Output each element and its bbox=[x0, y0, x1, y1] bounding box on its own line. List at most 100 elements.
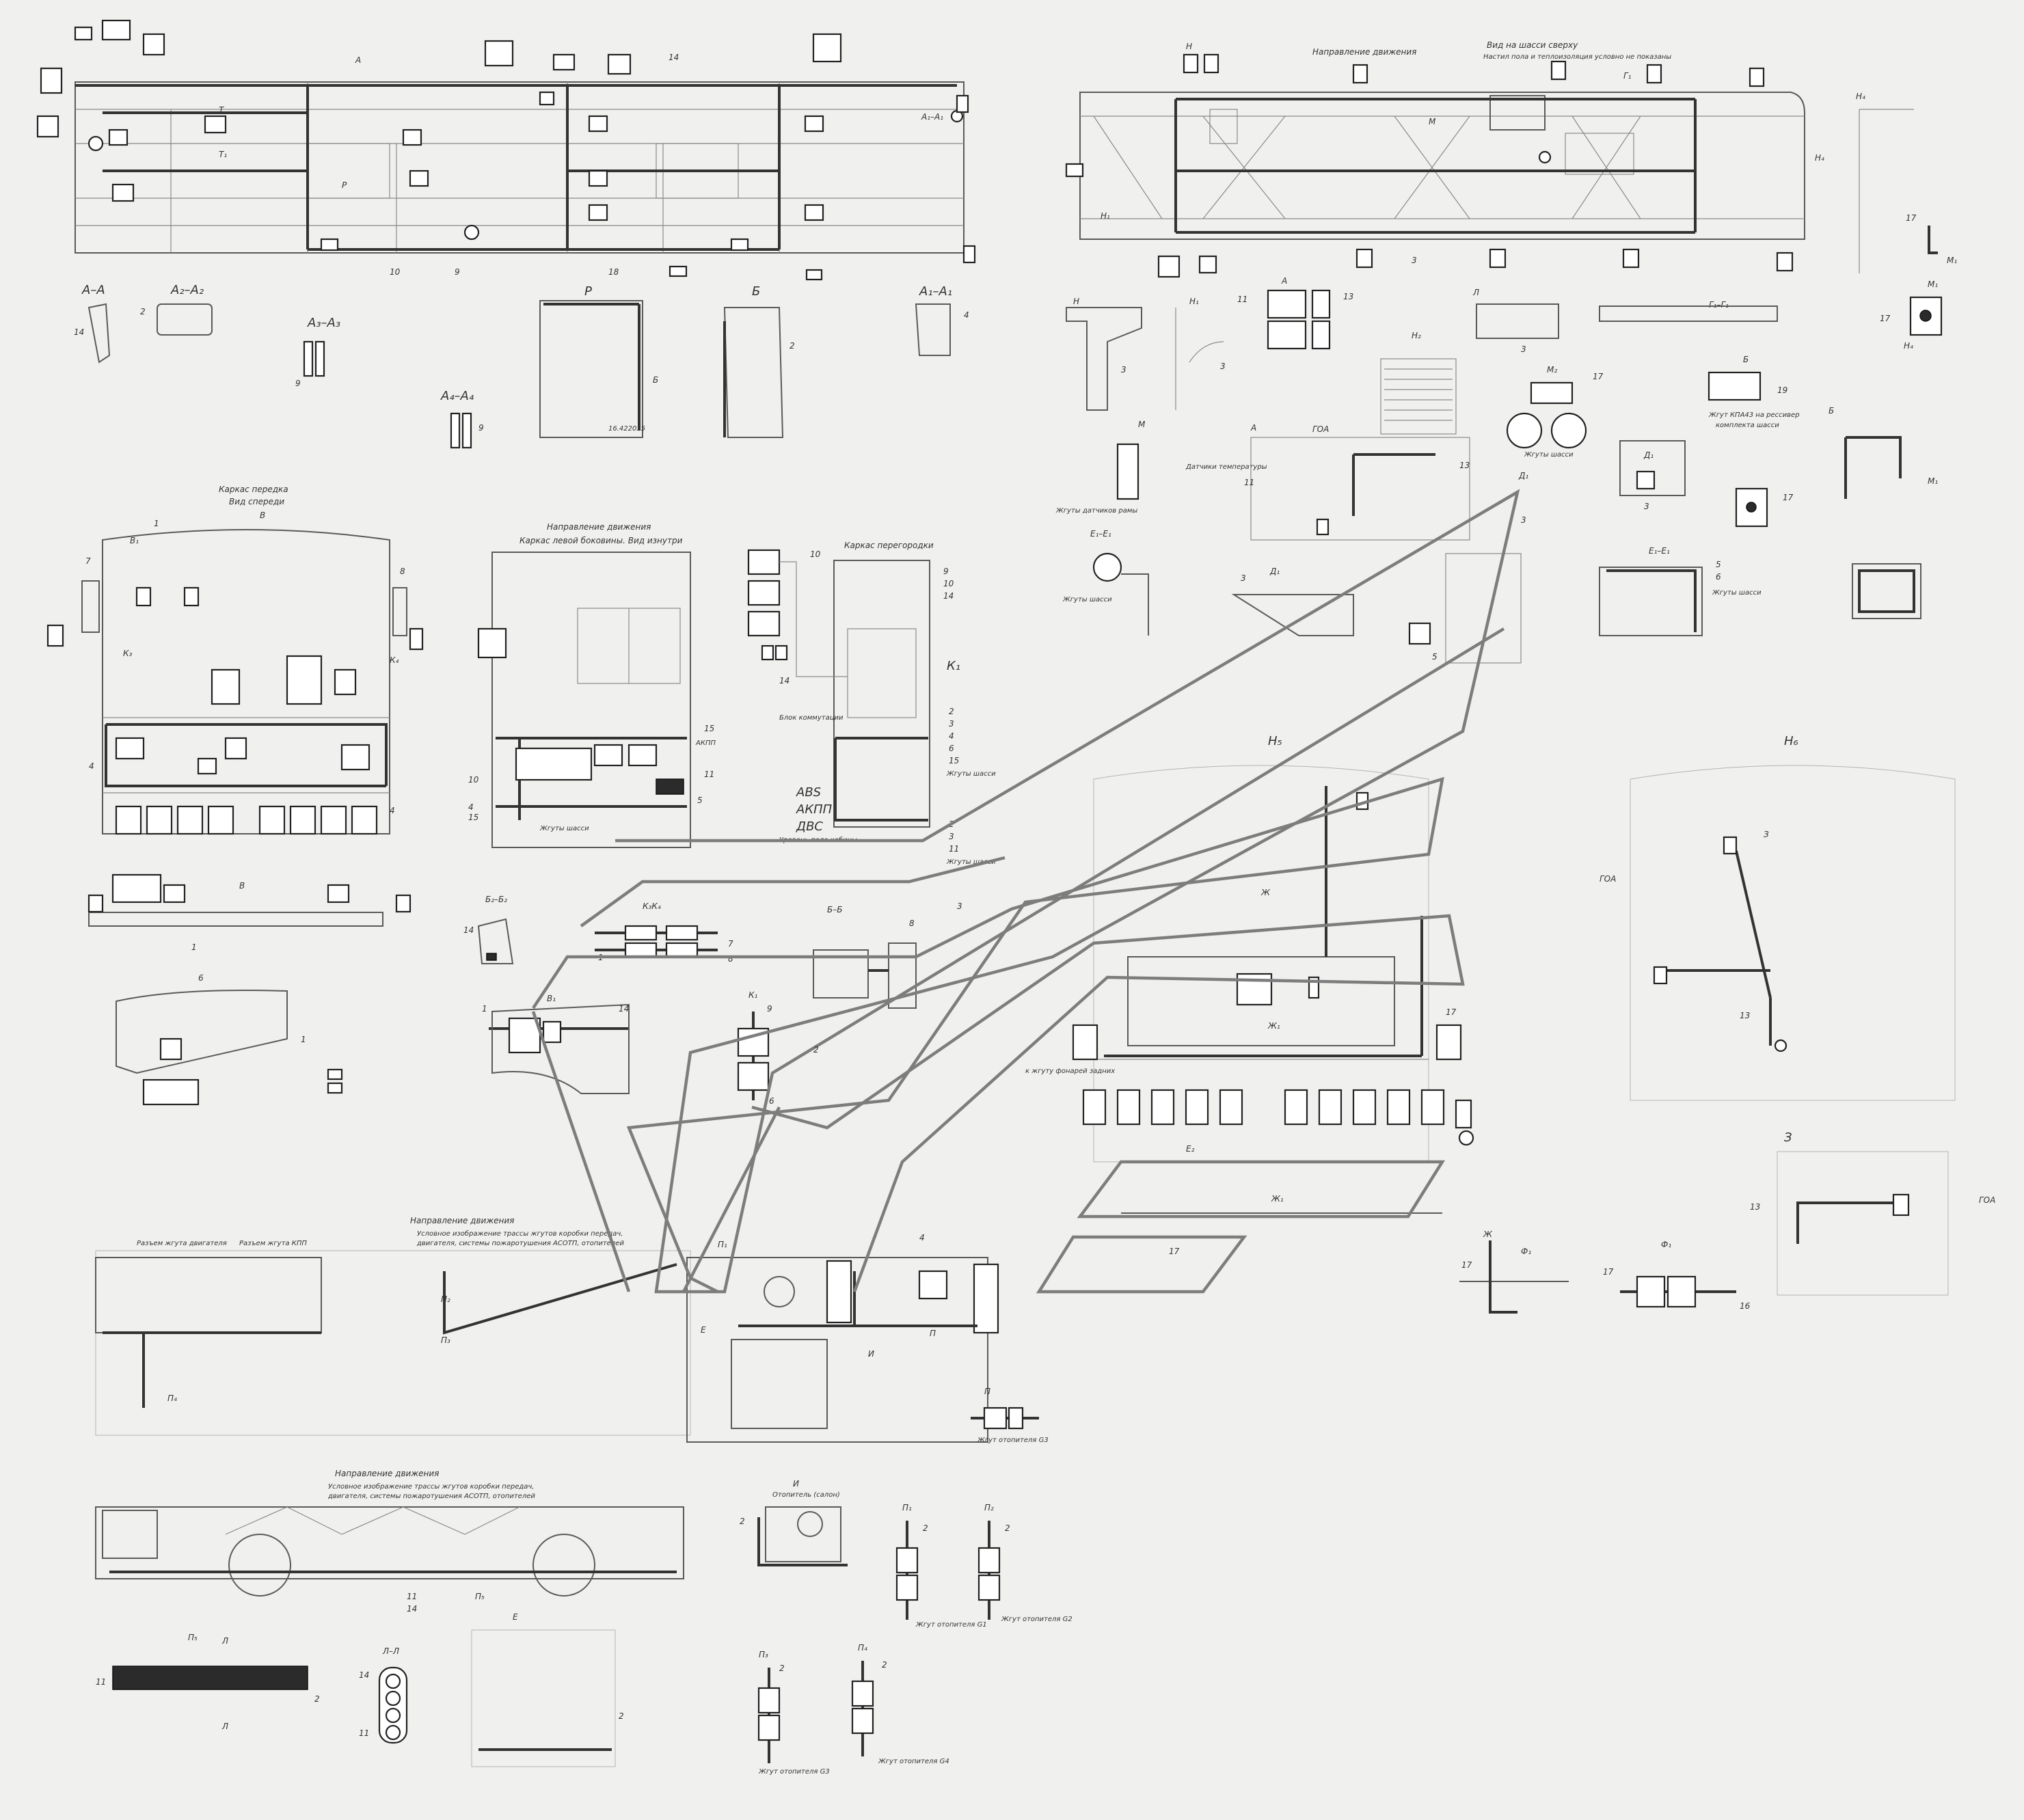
route-note-2: двигателя, системы пожаротушения АСОТП, … bbox=[416, 1240, 624, 1247]
section-H-title: Н bbox=[1073, 297, 1079, 306]
section-P2-title: П₂ bbox=[984, 1503, 994, 1512]
section-R-title: Р bbox=[584, 284, 592, 299]
callout-2-P1: 2 bbox=[923, 1523, 928, 1533]
section-H2-title: Н₂ bbox=[1412, 331, 1421, 340]
section-Zh-title: Ж bbox=[1483, 1230, 1493, 1239]
heater-harness-g3b-label: Жгут отопителя G3 bbox=[758, 1768, 830, 1776]
harness-kpa43-label: Жгут КПА43 на рессивер bbox=[1708, 411, 1800, 419]
callout-14-side2: 14 bbox=[407, 1604, 417, 1614]
callout-13-H6: 13 bbox=[1740, 1011, 1750, 1020]
section-D1-right: Д₁ bbox=[1518, 471, 1528, 480]
callout-11-A: 11 bbox=[1237, 295, 1247, 304]
callout-3-G1: 3 bbox=[1521, 344, 1526, 354]
callout-3-D1-right: 3 bbox=[1521, 515, 1526, 525]
section-mark-R: Р bbox=[342, 180, 347, 190]
section-mark-H1-top: Н₁ bbox=[1101, 211, 1110, 221]
section-H4-title-2: Н₄ bbox=[1904, 341, 1913, 351]
front-frame-view: Каркас передка Вид спереди В 1 bbox=[46, 485, 424, 835]
dir-top-text: Направление движения bbox=[1312, 47, 1416, 57]
callout-2-P4: 2 bbox=[882, 1660, 887, 1670]
sections-K-V1: К₃К₄ 1 7 8 В₁ 1 14 К₁ 9 6 Б–Б 8 bbox=[482, 901, 917, 1106]
callout-15-side-r: 15 bbox=[704, 724, 714, 733]
heater-harness-P3-P4: П₃ 2 Жгут отопителя G3 П₄ 2 Жгут отопите… bbox=[757, 1643, 949, 1776]
callout-5-E1: 5 bbox=[1716, 560, 1721, 569]
callout-5-D: 5 bbox=[1432, 652, 1438, 662]
callout-2-part: 2 bbox=[949, 707, 954, 716]
section-P1-title: П₁ bbox=[902, 1503, 912, 1512]
callout-7: 7 bbox=[85, 556, 91, 566]
leader-band-3 bbox=[532, 776, 1444, 1294]
section-Zh-F1: Ж Ф₁ 17 Ф₁ 17 16 bbox=[1459, 1230, 1751, 1314]
callout-2-mid: 2 bbox=[813, 1045, 819, 1055]
section-A-goa-title: А bbox=[1250, 423, 1256, 433]
section-B2B2-title: Б₂–Б₂ bbox=[485, 895, 507, 904]
section-mark-M1-right: М₁ bbox=[1947, 256, 1957, 265]
callout-11-side: 11 bbox=[704, 770, 714, 779]
section-L-mark-bottom: Л bbox=[221, 1722, 228, 1731]
abs-label: ABS bbox=[796, 785, 821, 800]
block-commutation-label: Блок коммутации bbox=[779, 714, 844, 722]
leader-band-5 bbox=[1077, 1160, 1446, 1219]
callout-14-B2: 14 bbox=[463, 925, 474, 935]
section-E-title: Е bbox=[513, 1612, 518, 1622]
dir-bottom-text: Направление движения bbox=[410, 1216, 514, 1225]
callout-1-V: 1 bbox=[191, 942, 197, 952]
chassis-harnesses-label-side: Жгуты шасси bbox=[539, 825, 589, 832]
callout-11-part-b: 11 bbox=[949, 844, 959, 854]
callout-11-P5: 11 bbox=[96, 1677, 106, 1687]
section-A3A3-title: А₃–А₃ bbox=[307, 316, 340, 330]
section-mark-T: Т bbox=[219, 105, 225, 115]
section-mark-Z-H6: З bbox=[1764, 830, 1769, 839]
callout-3-chassis: 3 bbox=[1412, 256, 1417, 265]
callout-2-I: 2 bbox=[740, 1517, 745, 1526]
chassis-top-view: Направление движения Вид на шасси сверху… bbox=[1065, 40, 1824, 278]
callout-14-top: 14 bbox=[669, 53, 679, 62]
callout-2-P5: 2 bbox=[314, 1694, 320, 1704]
section-F1-mark: Ф₁ bbox=[1521, 1247, 1531, 1256]
section-mark-P2-eng: П₂ bbox=[441, 1294, 450, 1304]
callout-10-side: 10 bbox=[468, 775, 479, 785]
heater-harness-g4-label: Жгут отопителя G4 bbox=[878, 1758, 949, 1765]
section-E1-title-left: Е₁–Е₁ bbox=[1090, 529, 1111, 539]
callout-10-part-r: 10 bbox=[943, 579, 954, 588]
callout-leader-bands bbox=[531, 489, 1520, 1294]
callout-4-part: 4 bbox=[949, 731, 954, 741]
callout-4-engine: 4 bbox=[919, 1233, 925, 1242]
temp-sensors-label: Датчики температуры bbox=[1185, 463, 1267, 471]
callout-17-M1b: 17 bbox=[1783, 493, 1794, 502]
section-A1A1-title: А₁–А₁ bbox=[919, 284, 952, 299]
callout-13-goa: 13 bbox=[1459, 461, 1470, 470]
callout-17-strip: 17 bbox=[1169, 1247, 1180, 1256]
section-Z-title: З bbox=[1784, 1130, 1792, 1145]
section-views-row: А–А 14 А₂–А₂ 2 А₃–А₃ 9 А₄–А₄ 9 Р Б 16.42… bbox=[74, 283, 969, 449]
dir-mid-text: Направление движения bbox=[547, 522, 651, 532]
to-harness-rear-lights: к жгуту фонарей задних bbox=[1025, 1068, 1115, 1075]
heater-harness-g2-label: Жгут отопителя G2 bbox=[1001, 1616, 1072, 1623]
callout-1-front: 1 bbox=[154, 519, 159, 528]
section-mark-E: Е bbox=[701, 1325, 706, 1335]
callout-2-A2: 2 bbox=[140, 307, 146, 316]
view-chassis-top: Вид на шасси сверху bbox=[1487, 40, 1578, 50]
partition-frame-title: Каркас перегородки bbox=[844, 541, 934, 550]
left-side-frame-view: Направление движения Каркас левой бокови… bbox=[468, 522, 716, 848]
section-M-title: М bbox=[1138, 420, 1146, 429]
rear-view-H6: Н₆ З ГОА 13 bbox=[1600, 734, 1956, 1101]
callout-19: 19 bbox=[1777, 385, 1787, 395]
callout-14-LL: 14 bbox=[359, 1670, 369, 1680]
rear-view-H5: Н₅ к жгуту фонарей задних Ж Ж₁ 17 Ж₁ bbox=[1025, 734, 1474, 1256]
view-chassis-note: Настил пола и теплоизоляция условно не п… bbox=[1483, 53, 1671, 61]
section-mark-Zh: Ж bbox=[1260, 888, 1271, 897]
callout-3-part-b: 3 bbox=[949, 832, 954, 841]
section-P5-title: П₅ bbox=[188, 1633, 198, 1642]
callout-1-V1: 1 bbox=[482, 1004, 487, 1014]
section-M2-title: М₂ bbox=[1547, 365, 1557, 375]
leader-band-4 bbox=[751, 914, 1465, 1292]
route-note2-1: Условное изображение трассы жгутов короб… bbox=[328, 1482, 534, 1491]
partition-frame-view: Каркас перегородки 10 14 9 10 14 К₁ Блок… bbox=[747, 541, 996, 866]
leader-band-1 bbox=[615, 489, 1520, 1294]
heater-harness-g1-label: Жгут отопителя G1 bbox=[915, 1621, 987, 1629]
callout-2-P2: 2 bbox=[1005, 1523, 1010, 1533]
goa-label-1: ГОА bbox=[1312, 424, 1329, 434]
callout-10-top: 10 bbox=[390, 267, 401, 277]
section-L-mark-top: Л bbox=[221, 1636, 228, 1646]
